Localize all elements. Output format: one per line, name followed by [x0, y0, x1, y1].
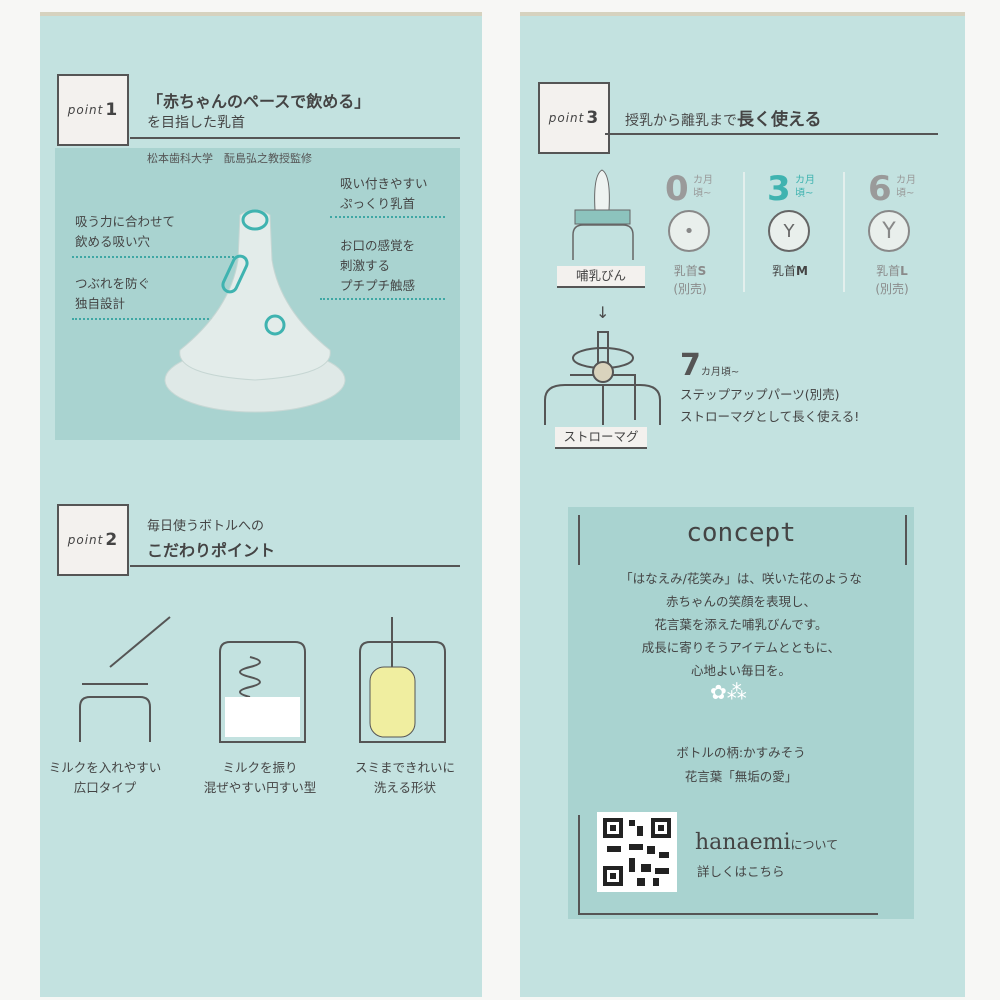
- nipple-l-y-cut-icon: Y: [868, 210, 910, 252]
- stage-6-caption: 乳首L(別売): [875, 264, 909, 296]
- leader-line: [72, 318, 237, 320]
- leader-line: [330, 216, 445, 218]
- point3-title: 授乳から離乳まで長く使える: [625, 110, 822, 130]
- concept-heading: concept: [686, 518, 796, 548]
- badge-word: point: [548, 111, 585, 125]
- point1-title: 「赤ちゃんのペースで飲める」: [147, 92, 371, 111]
- point2-title-line1: 毎日使うボトルへの: [147, 519, 265, 534]
- straw-mug-label: ストローマグ: [555, 427, 647, 449]
- callout: つぶれを防ぐ: [75, 276, 151, 291]
- divider: [605, 133, 938, 135]
- feature-caption: スミまできれいに洗える形状: [354, 760, 455, 795]
- divider: [130, 137, 460, 139]
- pattern-info: ボトルの柄:かすみそう花言葉「無垢の愛」: [676, 745, 806, 784]
- separator: [843, 172, 845, 292]
- leader-line: [72, 256, 242, 258]
- callout: 飲める吸い穴: [75, 234, 151, 249]
- straw-mug-icon: [544, 331, 661, 425]
- feature-caption: ミルクを振り混ぜやすい円すい型: [203, 760, 317, 795]
- concept-text: 「はなえみ/花笑み」は、咲いた花のような赤ちゃんの笑顔を表現し、花言葉を添えた哺…: [620, 571, 862, 678]
- callout: プチプチ触感: [340, 278, 416, 293]
- qr-code[interactable]: [597, 812, 677, 892]
- callout: 刺激する: [340, 258, 391, 273]
- badge-number: 1: [105, 100, 119, 120]
- nipple-illustration: [164, 209, 346, 413]
- feature-caption: ミルクを入れやすい広口タイプ: [48, 760, 162, 795]
- frame-bottom: [578, 913, 878, 915]
- callout: お口の感覚を: [340, 238, 416, 253]
- bottle-label: 哺乳びん: [557, 266, 645, 288]
- mug-stage: 7カ月頃~: [680, 348, 740, 383]
- callout: 吸う力に合わせて: [75, 214, 176, 229]
- callout: 吸い付きやすい: [340, 176, 428, 191]
- stage-0-caption: 乳首S(別売): [673, 264, 707, 296]
- more-info-text: 詳しくはこちら: [697, 864, 785, 879]
- callout: 独自設計: [75, 296, 126, 311]
- bottle-features-illustrations: [79, 616, 446, 743]
- stage-3-caption: 乳首M: [772, 264, 808, 278]
- callout: ぷっくり乳首: [340, 196, 416, 211]
- separator: [743, 172, 745, 292]
- gypsophila-flower-icon: ✿⁂: [710, 680, 747, 704]
- point2-title-line2: こだわりポイント: [147, 541, 276, 560]
- badge-number: 2: [105, 530, 119, 550]
- baby-bottle-icon: [572, 169, 634, 260]
- frame-corner: [905, 515, 907, 565]
- mug-stage-line1: ステップアップパーツ(別売): [680, 387, 840, 402]
- nipple-m-y-cut-icon: Y: [768, 210, 810, 252]
- arrow-down-icon: ↓: [596, 303, 610, 322]
- badge-word: point: [67, 533, 104, 547]
- badge-number: 3: [586, 108, 600, 128]
- supervisor-credit: 松本歯科大学 酛島弘之教授監修: [147, 152, 312, 165]
- nipple-s-hole-icon: •: [668, 210, 710, 252]
- frame-corner: [578, 815, 580, 915]
- mug-stage-line2: ストローマグとして長く使える!: [680, 409, 860, 424]
- badge-word: point: [67, 103, 104, 117]
- leader-line: [320, 298, 445, 300]
- point1-subtitle: を目指した乳首: [147, 115, 245, 131]
- brand-link[interactable]: hanaemiについて: [695, 830, 839, 855]
- frame-corner: [578, 515, 580, 565]
- divider: [130, 565, 460, 567]
